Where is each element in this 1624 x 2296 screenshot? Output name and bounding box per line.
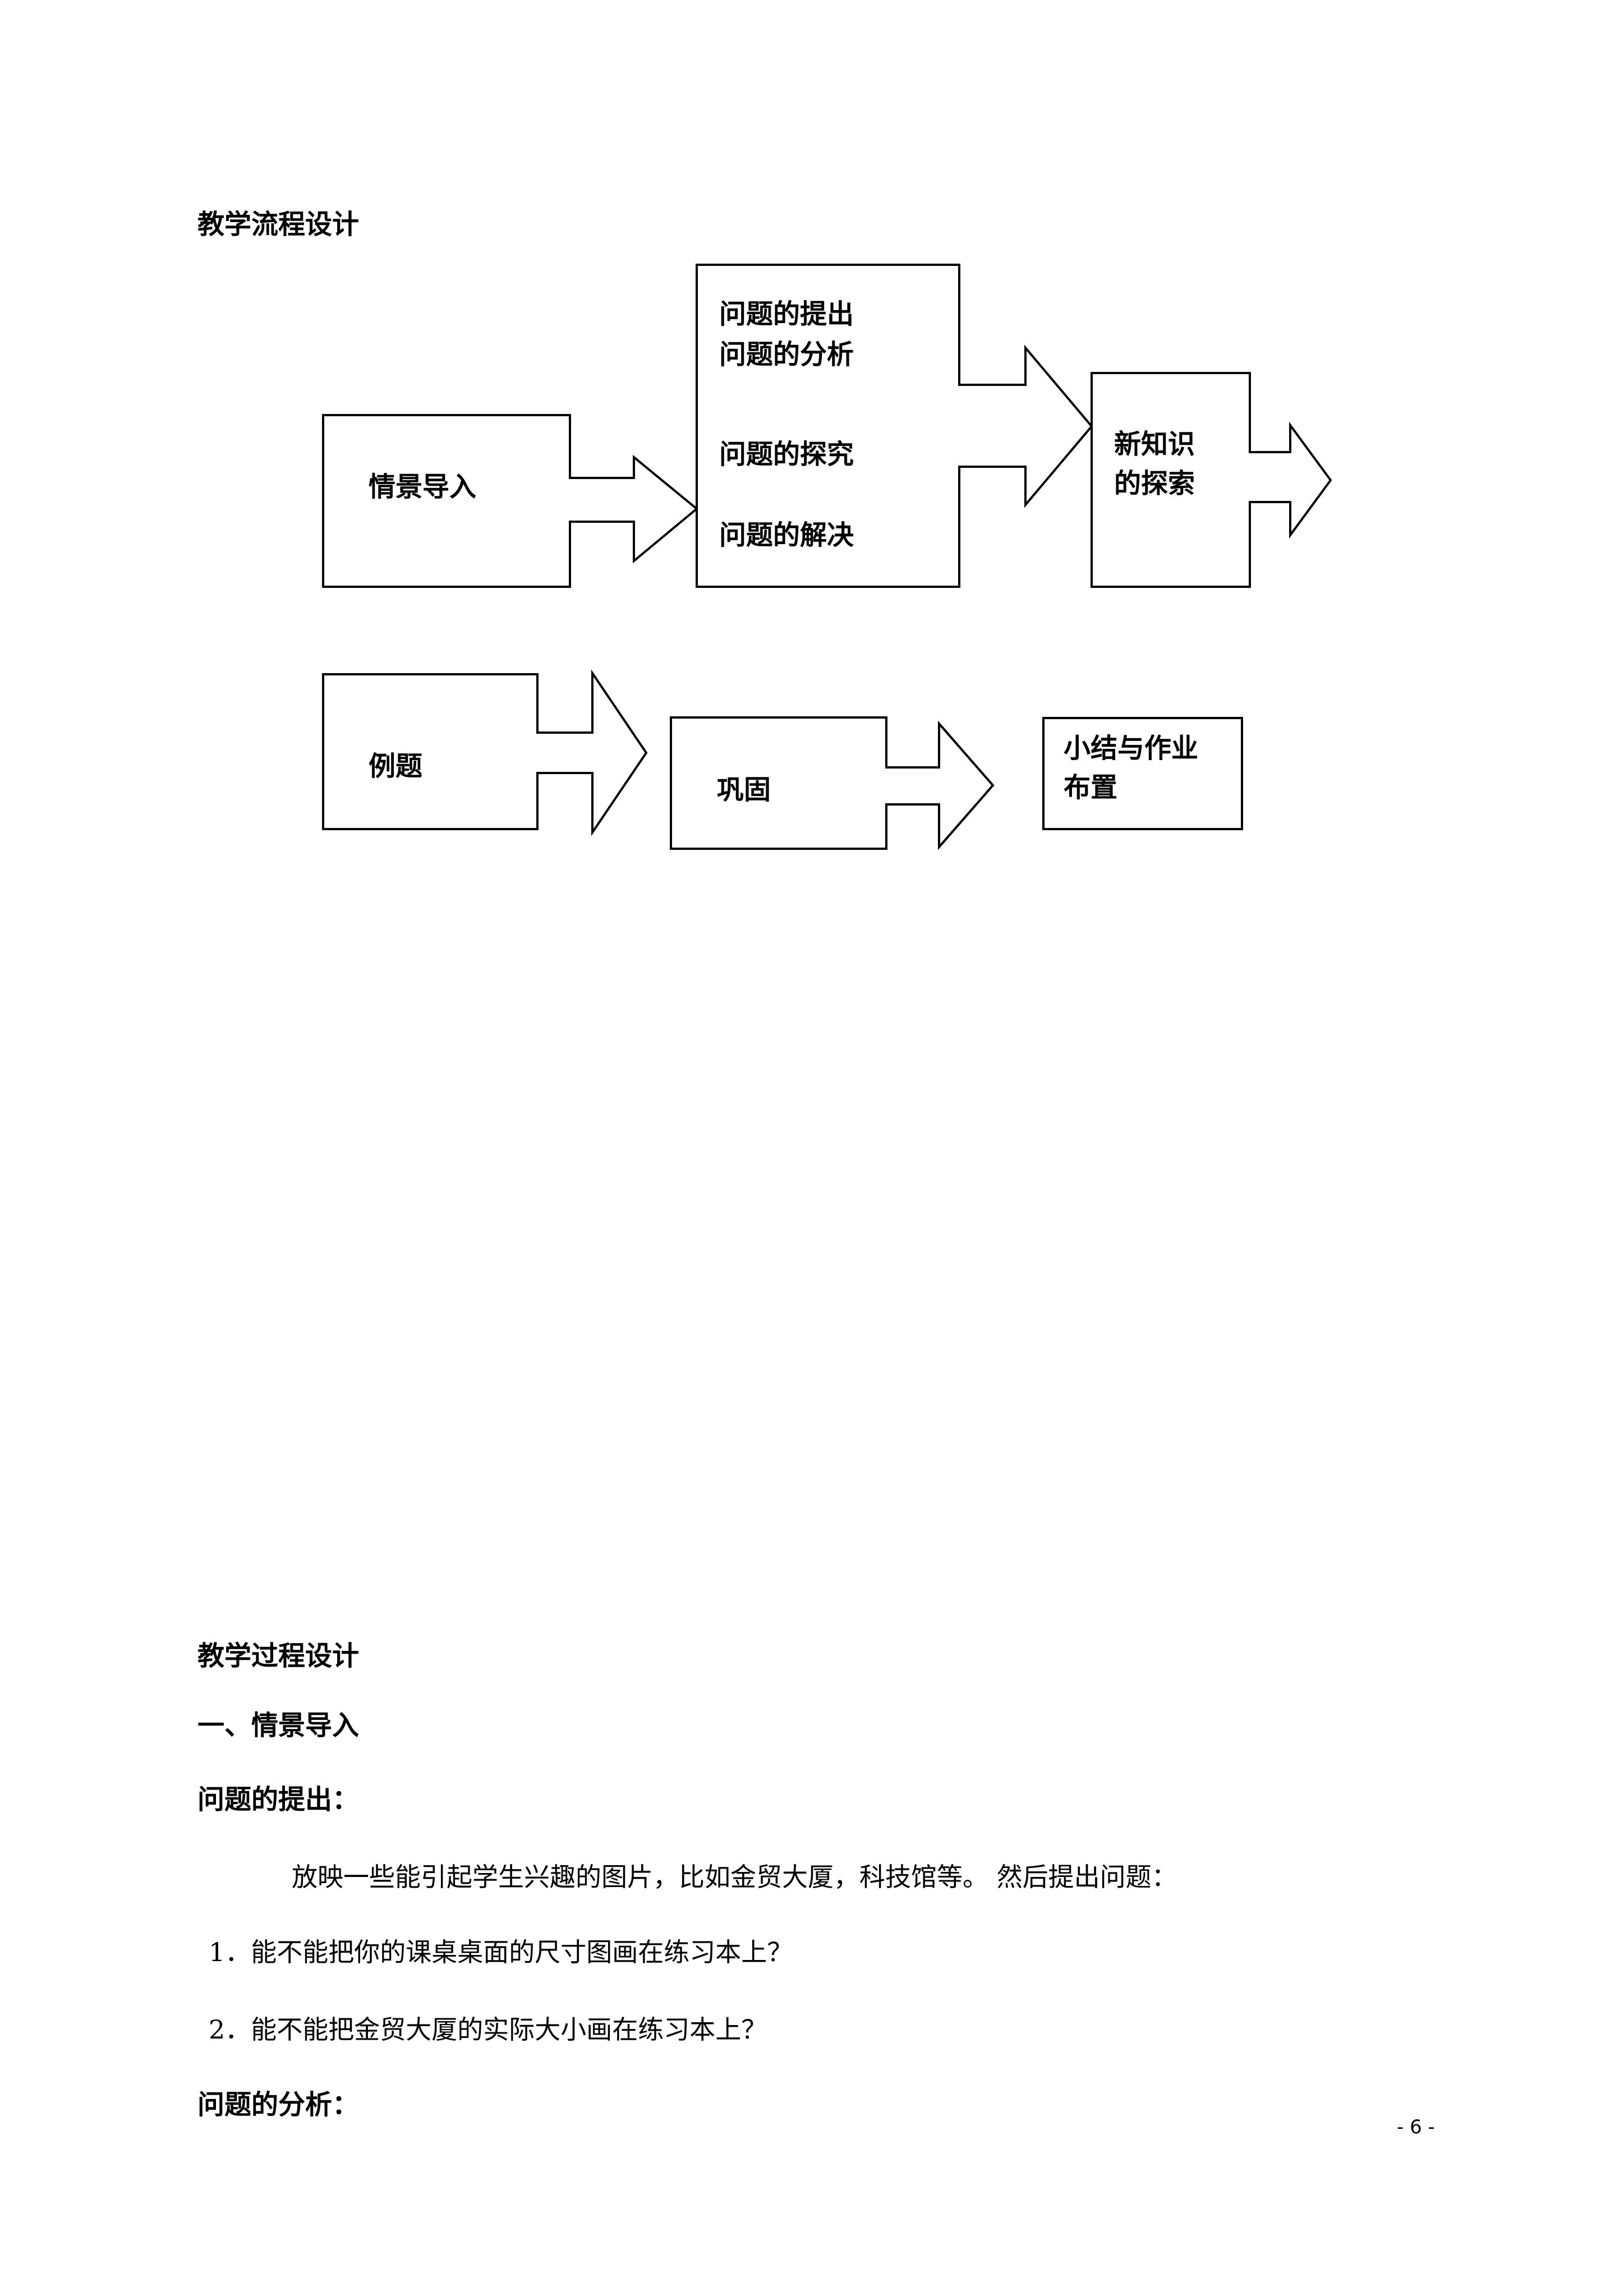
process-title: 教学过程设计 (197, 1640, 360, 1672)
example-label: 例题 (369, 751, 422, 782)
sub-heading-problem-posing: 问题的提出： (197, 1784, 360, 1815)
page-number: - 6 - (1397, 2116, 1435, 2138)
consolidate-label: 巩固 (717, 774, 771, 806)
problem-label-2: 问题的分析 (719, 339, 854, 370)
question-2: 2．能不能把金贸大厦的实际大小画在练习本上？ (209, 2014, 767, 2045)
new-knowledge-label-2: 的探索 (1114, 468, 1195, 499)
summary-box (1042, 717, 1243, 830)
problem-label-3: 问题的探究 (719, 439, 854, 470)
summary-label-1: 小结与作业 (1064, 733, 1198, 764)
problem-label-1: 问题的提出 (719, 298, 854, 330)
summary-label-2: 布置 (1064, 772, 1117, 803)
new-knowledge-label-1: 新知识 (1114, 429, 1195, 460)
section-heading-situation: 一、情景导入 (197, 1710, 360, 1741)
problem-label-4: 问题的解决 (719, 519, 854, 551)
teaching-flow-diagram: 情景导入 问题的提出 问题的分析 问题的探究 问题的解决 新知识 的探索 例题 … (322, 264, 1332, 850)
problem-arrow-box (696, 264, 1093, 588)
situation-label: 情景导入 (369, 471, 476, 503)
flow-title: 教学流程设计 (197, 209, 360, 240)
new-knowledge-arrow-box (1091, 372, 1332, 588)
sub-heading-problem-analysis: 问题的分析： (197, 2089, 360, 2120)
consolidate-arrow-box (670, 716, 995, 850)
intro-paragraph: 放映一些能引起学生兴趣的图片，比如金贸大厦，科技馆等。 然后提出问题： (292, 1862, 1177, 1892)
situation-arrow-box (322, 414, 699, 588)
question-1: 1．能不能把你的课桌桌面的尺寸图画在练习本上？ (209, 1937, 793, 1967)
example-arrow-box (322, 669, 648, 836)
